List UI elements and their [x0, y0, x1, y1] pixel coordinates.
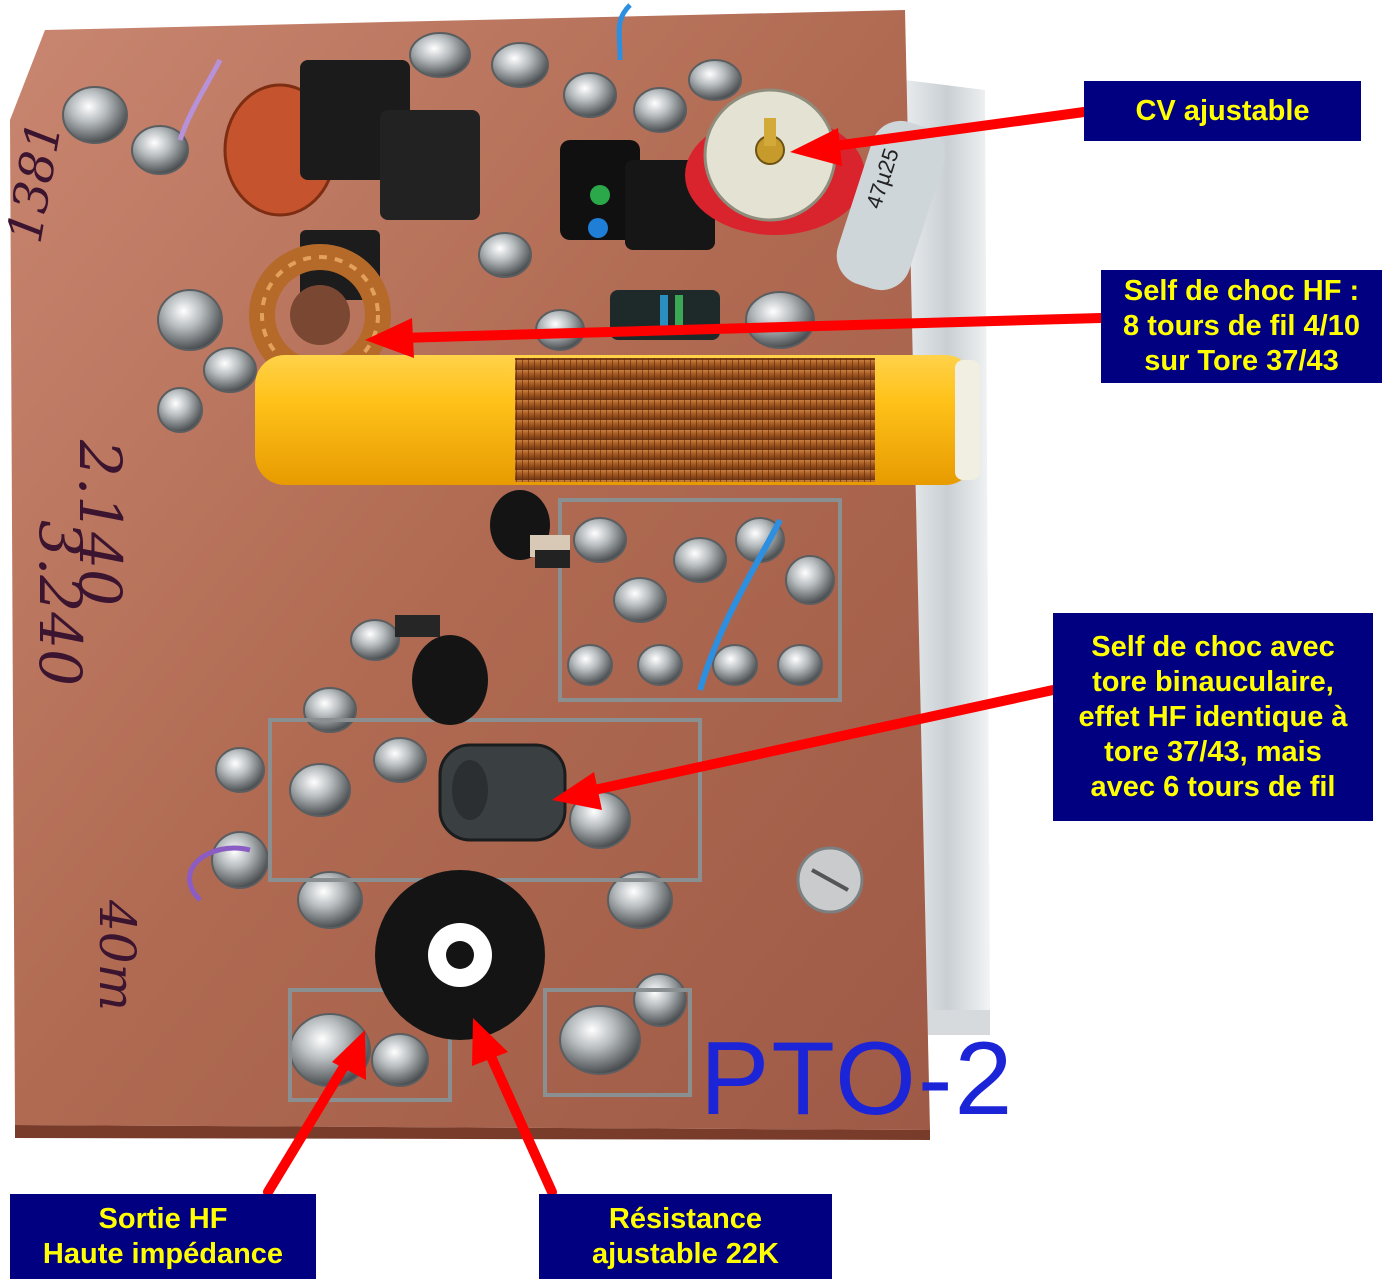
arrow-binoc — [552, 685, 1058, 810]
callout-line: tore 37/43, mais — [1104, 735, 1322, 768]
callout-line: Self de choc HF : — [1123, 275, 1360, 307]
callout-line: Sortie HF — [98, 1202, 228, 1235]
callout-line: Self de choc avec — [1091, 630, 1335, 663]
callout-cv-ajustable: CV ajustable — [1084, 81, 1361, 141]
arrow-sortie — [263, 1030, 366, 1197]
wires — [177, 3, 632, 902]
callout-self-choc-hf: Self de choc HF : 8 tours de fil 4/10 su… — [1101, 270, 1382, 383]
annotation-arrows — [263, 107, 1106, 1197]
binocular-ferrite — [438, 743, 567, 842]
callout-line: Résistance — [608, 1202, 763, 1235]
arrow-cv — [790, 107, 1089, 166]
callout-self-binoculaire: Self de choc avec tore binauculaire, eff… — [1053, 613, 1373, 821]
callout-line: effet HF identique à — [1078, 700, 1348, 733]
arrow-self-hf — [365, 313, 1106, 358]
callout-line: Haute impédance — [42, 1237, 284, 1270]
tubular-capacitor: 47µ25 — [836, 120, 945, 291]
oscillator-coil — [255, 355, 980, 485]
note-freq-2: 3.240 — [26, 520, 94, 686]
middle-components — [395, 490, 783, 725]
callout-line: avec 6 tours de fil — [1090, 770, 1336, 803]
callout-line: sur Tore 37/43 — [1144, 345, 1339, 377]
trimmer-resistor — [375, 870, 545, 1040]
callout-resistance-ajustable: Résistance ajustable 22K — [539, 1194, 832, 1279]
callout-line: tore binauculaire, — [1092, 665, 1334, 698]
note-freq-1: 2.140 — [66, 439, 134, 606]
callout-sortie-hf: Sortie HF Haute impédance — [10, 1194, 316, 1279]
solder-pads — [62, 32, 835, 1087]
arrow-resist — [472, 1018, 557, 1197]
pto-label: PTO-2 — [700, 1021, 1015, 1137]
callout-line: ajustable 22K — [592, 1237, 779, 1270]
callout-line: 8 tours de fil 4/10 — [1123, 310, 1360, 342]
note-band: 40m — [88, 899, 146, 1011]
callout-line: CV ajustable — [1135, 94, 1310, 127]
mounting-screw — [796, 846, 864, 914]
